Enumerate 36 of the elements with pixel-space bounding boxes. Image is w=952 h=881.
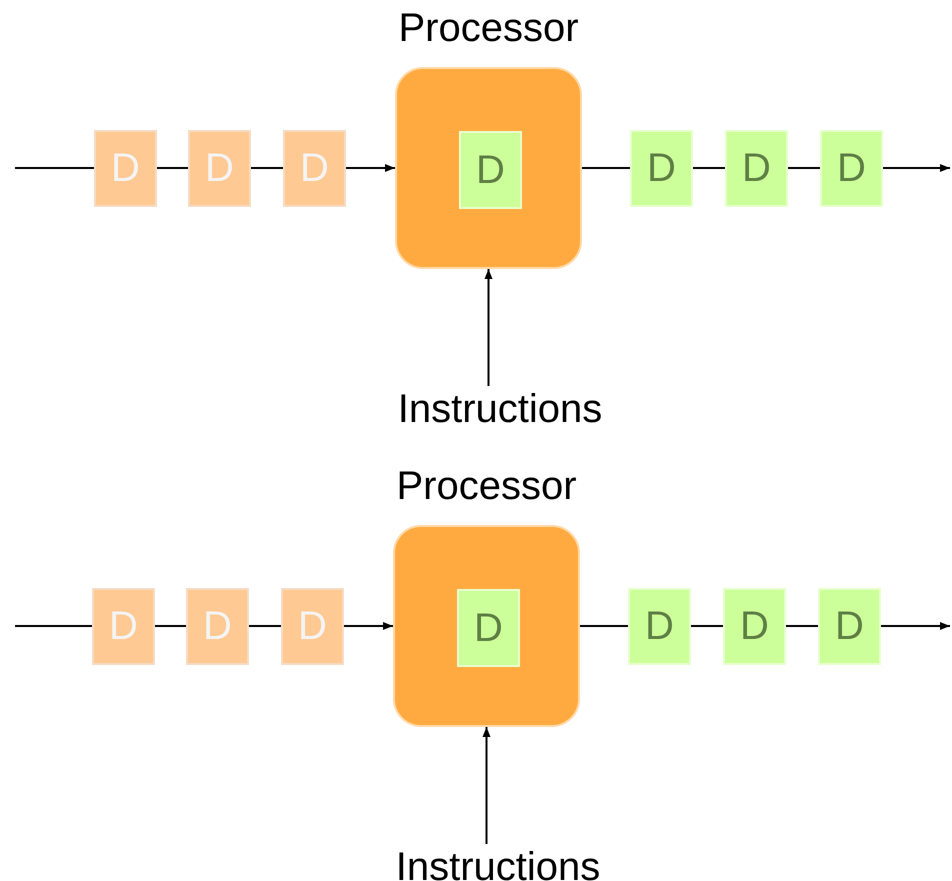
data-block: D: [188, 130, 251, 207]
data-block: D: [459, 131, 522, 209]
arrow: [484, 269, 492, 386]
connector-line: [580, 625, 628, 627]
data-block: D: [818, 588, 881, 665]
arrow: [482, 727, 490, 844]
data-block: D: [94, 130, 157, 207]
connector-line: [251, 167, 283, 169]
processor-label: Processor: [398, 5, 579, 51]
connector-line: [788, 167, 820, 169]
arrow: [883, 164, 950, 172]
data-block: D: [820, 130, 883, 207]
connector-line: [157, 167, 188, 169]
connector-line: [155, 625, 186, 627]
data-block: D: [281, 588, 344, 665]
data-block: D: [92, 588, 155, 665]
connector-line: [249, 625, 281, 627]
input-label: Instructions: [368, 844, 628, 881]
data-block: D: [283, 130, 346, 207]
processor-label: Processor: [396, 463, 577, 509]
arrow: [881, 622, 950, 630]
data-block: D: [186, 588, 249, 665]
connector-line: [691, 625, 723, 627]
connector-line: [15, 625, 92, 627]
arrow: [346, 164, 395, 172]
input-label: Instructions: [370, 386, 630, 432]
connector-line: [582, 167, 630, 169]
connector-line: [786, 625, 818, 627]
connector-line: [15, 167, 94, 169]
arrow: [344, 622, 393, 630]
connector-line: [693, 167, 725, 169]
data-block: D: [723, 588, 786, 665]
data-block: D: [457, 589, 520, 667]
data-block: D: [630, 130, 693, 207]
data-block: D: [725, 130, 788, 207]
data-block: D: [628, 588, 691, 665]
